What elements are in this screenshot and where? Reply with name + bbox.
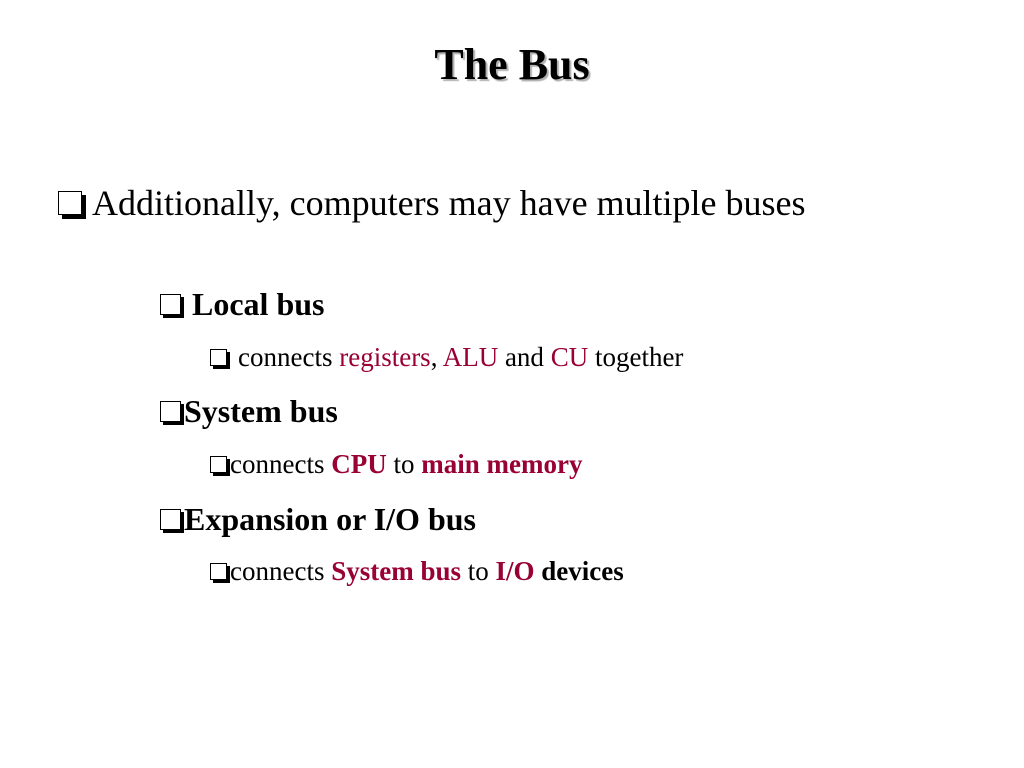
local-bus-label: Local bus	[192, 286, 325, 322]
system-bus-heading: System bus	[160, 391, 338, 431]
checkbox-bullet-icon	[160, 401, 184, 425]
main-bullet-text: Additionally, computers may have multipl…	[92, 183, 806, 223]
checkbox-bullet-icon	[210, 349, 230, 369]
comma: ,	[430, 342, 443, 372]
checkbox-bullet-icon	[210, 563, 230, 583]
term-devices: devices	[541, 556, 624, 586]
expansion-bus-description: connects System bus to I/O devices	[210, 554, 624, 588]
system-bus-desc-line: connects CPU to main memory	[230, 447, 582, 481]
local-bus-heading: Local bus	[160, 284, 324, 324]
desc-prefix: connects	[238, 342, 340, 372]
term-cu: CU	[550, 342, 589, 372]
expansion-bus-label: Expansion or I/O bus	[184, 501, 476, 537]
expansion-bus-desc-line: connects System bus to I/O devices	[230, 554, 624, 588]
slide-title: The Bus	[434, 40, 590, 89]
system-bus-description: connects CPU to main memory	[210, 447, 582, 481]
term-system-bus: System bus	[331, 556, 461, 586]
term-cpu: CPU	[331, 449, 387, 479]
desc-suffix: together	[588, 342, 684, 372]
to-word: to	[461, 556, 496, 586]
term-alu: ALU	[442, 342, 499, 372]
main-bullet: Additionally, computers may have multipl…	[58, 180, 938, 226]
term-registers: registers	[339, 342, 431, 372]
checkbox-bullet-icon	[160, 509, 184, 533]
checkbox-bullet-icon	[210, 456, 230, 476]
desc-prefix: connects	[230, 556, 332, 586]
local-bus-description: connects registers, ALU and CU together	[210, 340, 683, 374]
and-word: and	[498, 342, 551, 372]
checkbox-bullet-icon	[58, 191, 86, 219]
expansion-bus-heading: Expansion or I/O bus	[160, 499, 476, 539]
term-io: I/O	[495, 556, 535, 586]
checkbox-bullet-icon	[160, 294, 184, 318]
system-bus-label: System bus	[184, 393, 338, 429]
desc-prefix: connects	[230, 449, 332, 479]
to-word: to	[386, 449, 422, 479]
term-main-memory: main memory	[421, 449, 583, 479]
local-bus-desc-line: connects registers, ALU and CU together	[238, 340, 683, 374]
